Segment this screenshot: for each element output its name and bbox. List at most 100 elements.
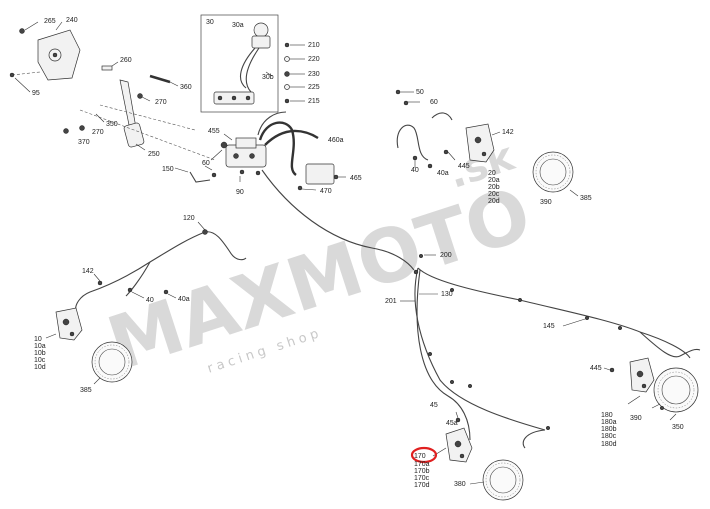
label-170d: 170d	[414, 482, 430, 489]
washer-220	[284, 56, 290, 62]
label-20b: 20b	[488, 184, 500, 191]
label-60-a: 60	[202, 160, 210, 167]
label-230: 230	[308, 71, 320, 78]
label-270-b: 270	[92, 129, 104, 136]
reservoir-cap	[253, 22, 269, 38]
label-225: 225	[308, 84, 320, 91]
label-142-b: 142	[82, 268, 94, 275]
label-40-a: 40	[411, 167, 419, 174]
label-10: 10	[34, 336, 42, 343]
label-40a-a: 40a	[437, 170, 449, 177]
line-150	[189, 171, 211, 183]
pedal-assembly	[9, 21, 216, 161]
label-45a: 45a	[446, 420, 458, 427]
label-20a: 20a	[488, 177, 500, 184]
bushing-270a	[137, 93, 143, 99]
label-470: 470	[320, 188, 332, 195]
rear-right-brake	[603, 357, 699, 421]
label-142-a: 142	[502, 129, 514, 136]
rotor-390b	[653, 367, 699, 413]
label-201: 201	[385, 298, 397, 305]
front-right-brake	[395, 89, 579, 197]
rotor-390a	[532, 151, 574, 193]
highlight-170	[410, 446, 438, 464]
label-180a: 180a	[601, 419, 617, 426]
label-20d: 20d	[488, 198, 500, 205]
caliper-10	[55, 307, 83, 341]
label-30: 30	[206, 19, 214, 26]
line-201	[414, 267, 546, 431]
label-360: 360	[180, 84, 192, 91]
rotor-385b	[91, 341, 133, 383]
pedal-pad	[123, 122, 145, 148]
main-brake-lines	[261, 169, 701, 449]
label-200: 200	[440, 252, 452, 259]
label-50: 50	[416, 89, 424, 96]
rod-360	[149, 74, 171, 84]
label-45: 45	[430, 402, 438, 409]
bolt-265	[19, 28, 25, 34]
label-180d: 180d	[601, 441, 617, 448]
front-right-hose	[396, 124, 429, 161]
label-120: 120	[183, 215, 195, 222]
pedal-arm	[119, 79, 137, 131]
label-40-b: 40	[146, 297, 154, 304]
label-390-b: 390	[630, 415, 642, 422]
nut-230	[284, 71, 290, 77]
hose-460a-2	[264, 129, 319, 146]
bushing-270b	[79, 125, 85, 131]
label-20: 20	[488, 170, 496, 177]
part-labels: 265 240 260 360 95 270 270 350 370 250 3…	[32, 17, 684, 489]
label-180: 180	[601, 412, 613, 419]
label-60-b: 60	[430, 99, 438, 106]
caliper-20	[465, 123, 495, 163]
washer-225	[284, 84, 290, 90]
label-20c: 20c	[488, 191, 500, 198]
label-180b: 180b	[601, 426, 617, 433]
reservoir-hose	[239, 47, 256, 89]
fastener-215	[284, 98, 290, 104]
label-240: 240	[66, 17, 78, 24]
label-130: 130	[441, 291, 453, 298]
label-385-b: 385	[80, 387, 92, 394]
label-445-b: 445	[590, 365, 602, 372]
label-390-a: 390	[540, 199, 552, 206]
label-170c: 170c	[414, 475, 430, 482]
watermark-brand: MAXMOTO	[98, 171, 541, 388]
label-95: 95	[32, 90, 40, 97]
abs-module	[174, 111, 346, 191]
label-10b: 10b	[34, 350, 46, 357]
label-210: 210	[308, 42, 320, 49]
front-left-brake	[45, 221, 247, 385]
master-cylinder-inset	[200, 14, 279, 113]
bolt-95	[9, 72, 15, 78]
label-455: 455	[208, 128, 220, 135]
reservoir	[251, 35, 271, 49]
front-left-hose	[75, 231, 206, 313]
bracket-bolt-hole	[52, 52, 58, 58]
spring-260	[101, 65, 113, 71]
fastener-column	[284, 42, 305, 104]
label-270-a: 270	[155, 99, 167, 106]
label-30b: 30b	[262, 74, 274, 81]
label-10d: 10d	[34, 364, 46, 371]
label-250: 250	[148, 151, 160, 158]
label-350-b: 350	[672, 424, 684, 431]
nut-370	[63, 128, 69, 134]
label-215: 215	[308, 98, 320, 105]
label-170a: 170a	[414, 461, 430, 468]
label-220: 220	[308, 56, 320, 63]
line-main	[261, 169, 415, 271]
label-150: 150	[162, 166, 174, 173]
fastener-210	[284, 42, 290, 48]
label-380: 380	[454, 481, 466, 488]
label-180c: 180c	[601, 433, 617, 440]
label-445-a: 445	[458, 163, 470, 170]
label-350: 350	[106, 121, 118, 128]
label-260: 260	[120, 57, 132, 64]
label-30a: 30a	[232, 22, 244, 29]
label-40a-b: 40a	[178, 296, 190, 303]
label-90: 90	[236, 189, 244, 196]
